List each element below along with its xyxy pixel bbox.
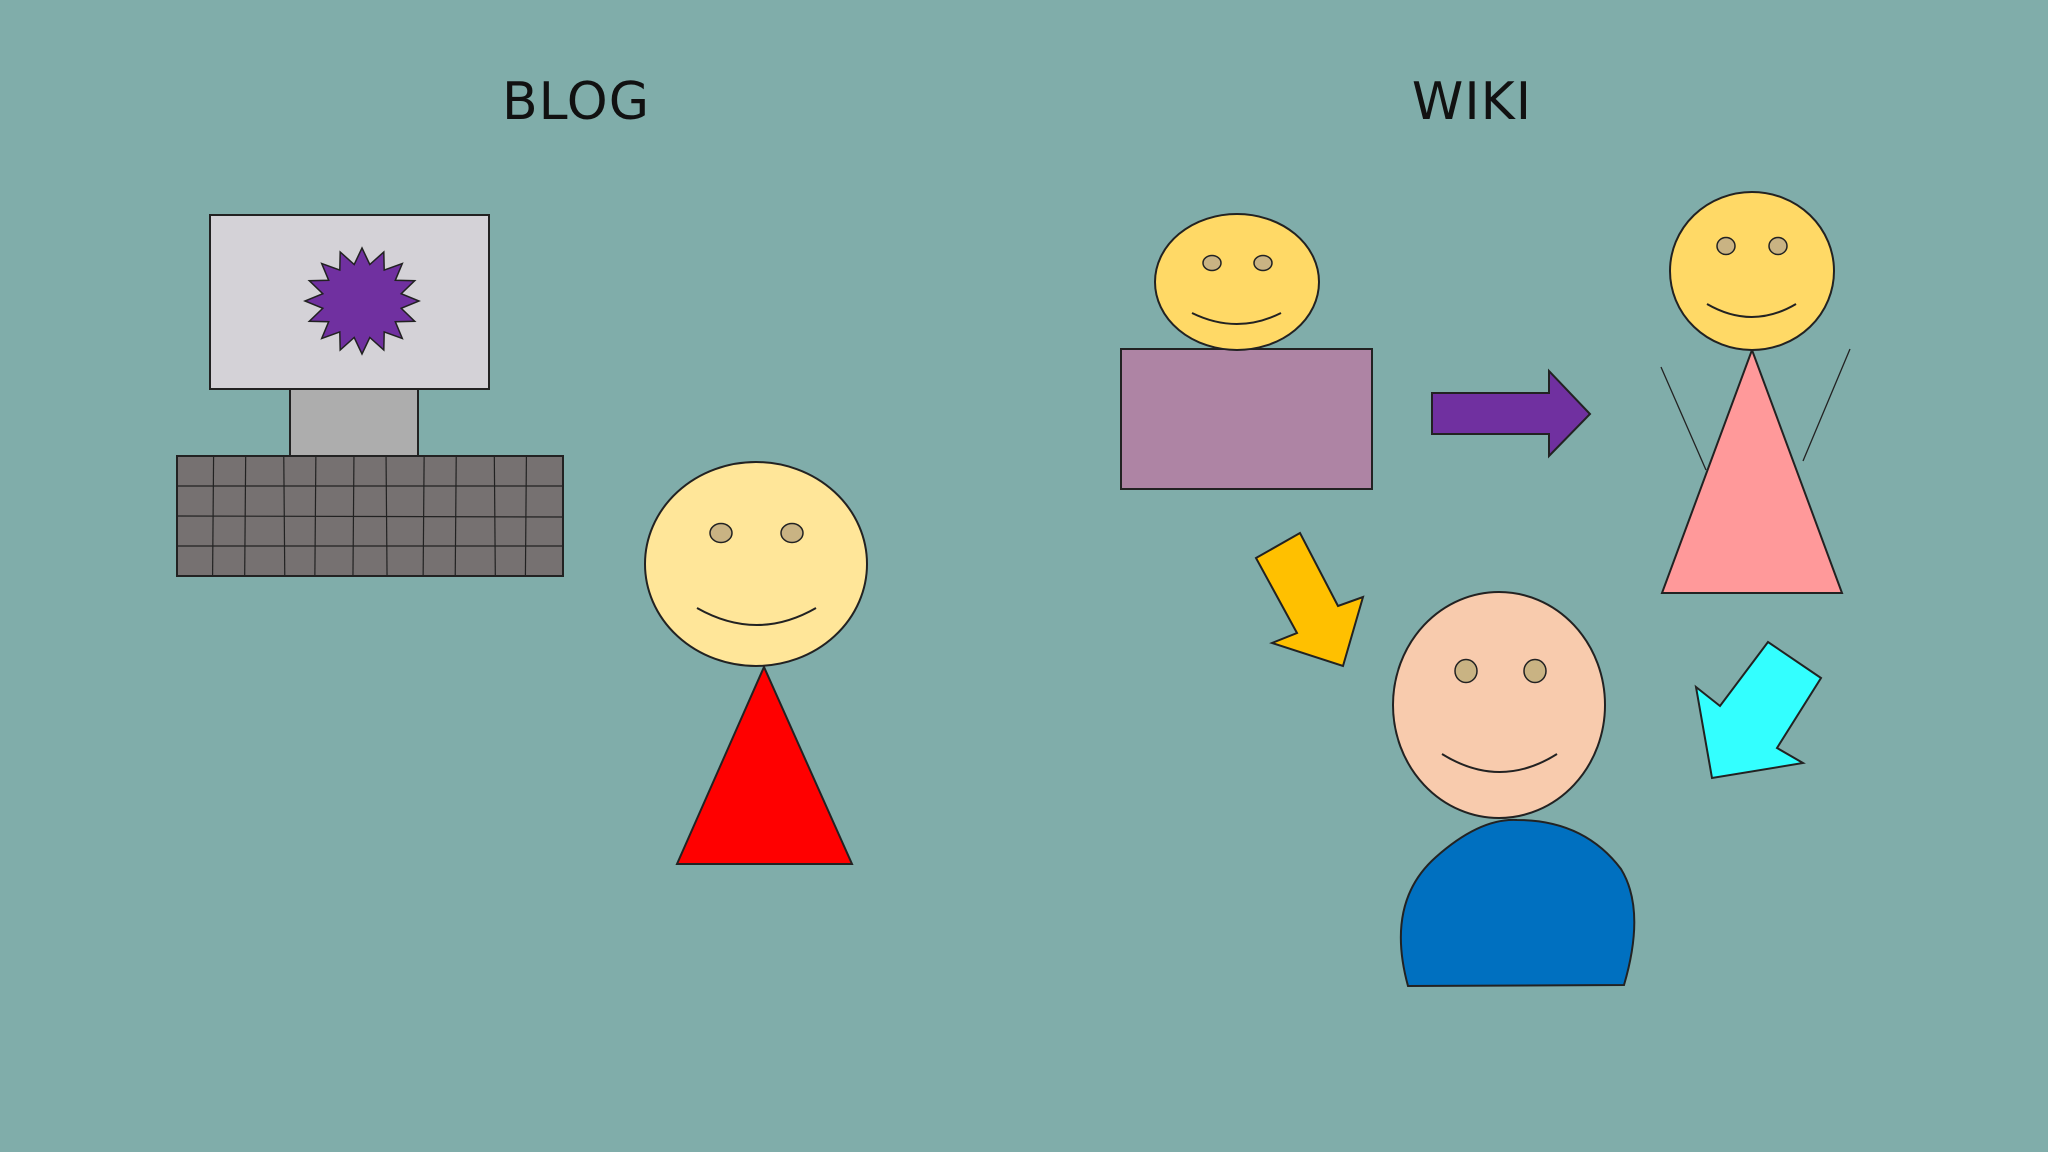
wiki-author-smile [1191, 312, 1282, 325]
wiki-reader-body [1399, 818, 1636, 988]
wiki-editor-face [1669, 191, 1835, 351]
arrow-right-shape [1431, 368, 1592, 459]
blogger-person [644, 461, 868, 865]
wiki-reader-person [1392, 591, 1636, 988]
wiki-editor-right-arm [1802, 348, 1851, 462]
blogger-right-eye [780, 522, 804, 544]
keyboard-row-line [176, 515, 564, 518]
wiki-editor-left-arm [1660, 366, 1707, 471]
wiki-editor-person [1660, 191, 1851, 594]
wiki-editor-body [1660, 347, 1844, 594]
monitor-stand [289, 388, 419, 457]
wiki-reader-face [1392, 591, 1606, 819]
blogger-smile [696, 607, 817, 626]
blog-title: BLOG [501, 72, 650, 132]
arrow-cyan-shape [1694, 640, 1823, 780]
arrow-down-shape [1254, 531, 1365, 668]
wiki-reader-smile [1441, 753, 1558, 773]
wiki-title: WIKI [1411, 72, 1533, 132]
keyboard-column-line [524, 455, 528, 577]
wiki-reader-left-eye [1454, 658, 1478, 684]
wiki-editor-left-eye [1716, 236, 1736, 256]
wiki-author-person [1120, 213, 1373, 490]
blogger-face [644, 461, 868, 667]
wiki-reader-right-eye [1523, 658, 1547, 684]
wiki-author-face [1154, 213, 1320, 351]
desktop-computer-icon [176, 214, 564, 577]
keyboard-column-line [454, 455, 457, 577]
wiki-author-right-eye [1253, 254, 1273, 272]
wiki-author-box [1120, 348, 1373, 490]
arrow-right-icon [1431, 368, 1592, 459]
arrow-cyan-icon [1694, 640, 1823, 780]
keyboard-keys [176, 455, 564, 577]
wiki-author-left-eye [1202, 254, 1222, 272]
arrow-down-icon [1254, 531, 1365, 668]
wiki-editor-right-eye [1768, 236, 1788, 256]
keyboard-column-line [493, 455, 496, 577]
starburst-icon [303, 246, 421, 356]
keyboard-column-line [422, 455, 425, 577]
blogger-left-eye [709, 522, 733, 544]
wiki-editor-smile [1706, 303, 1797, 318]
blogger-body [675, 664, 854, 865]
